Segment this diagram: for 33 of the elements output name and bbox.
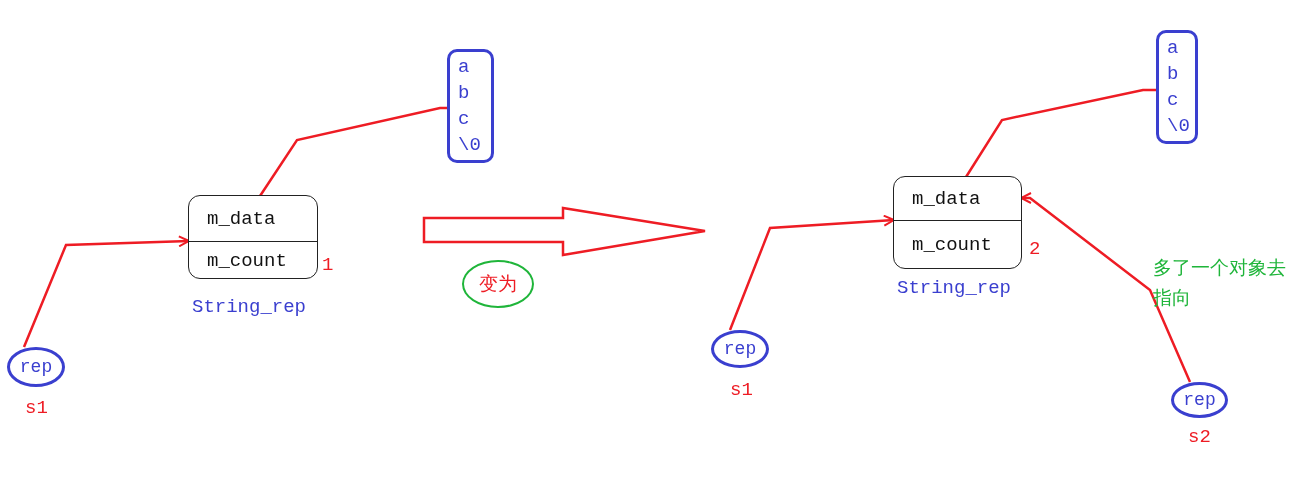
field-row: m_data: [189, 196, 317, 241]
arrow: [728, 214, 895, 331]
array-box: [447, 49, 494, 163]
field-row: m_count: [189, 241, 317, 279]
array-element: \0: [1167, 114, 1190, 139]
field-row: m_data: [894, 177, 1021, 220]
count-value: 1: [322, 254, 334, 276]
array-box: [1156, 30, 1198, 144]
connector-line: [258, 106, 447, 197]
annotation: 多了一个对象去指向: [1153, 255, 1287, 310]
ellipse-node: rep: [711, 330, 769, 368]
type-name: String_rep: [192, 296, 307, 318]
array-element: a: [1167, 36, 1179, 61]
ellipse-node: rep: [1171, 382, 1228, 418]
variable-name: s2: [1188, 426, 1211, 448]
count-value: 2: [1029, 238, 1041, 260]
array-element: b: [458, 81, 470, 106]
type-name: String_rep: [897, 277, 1012, 299]
ellipse-node: rep: [7, 347, 65, 387]
arrow: [1020, 192, 1192, 383]
array-element: b: [1167, 62, 1179, 87]
array-element: \0: [458, 133, 481, 158]
struct-box: [893, 176, 1022, 269]
arrow: [22, 235, 190, 348]
variable-name: s1: [25, 397, 48, 419]
struct-box: [188, 195, 318, 279]
circled-label: 变为: [462, 260, 534, 308]
array-element: a: [458, 55, 470, 80]
connector-line: [964, 88, 1156, 178]
array-element: c: [1167, 88, 1179, 113]
field-row: m_count: [894, 220, 1021, 269]
variable-name: s1: [730, 379, 753, 401]
array-element: c: [458, 107, 470, 132]
